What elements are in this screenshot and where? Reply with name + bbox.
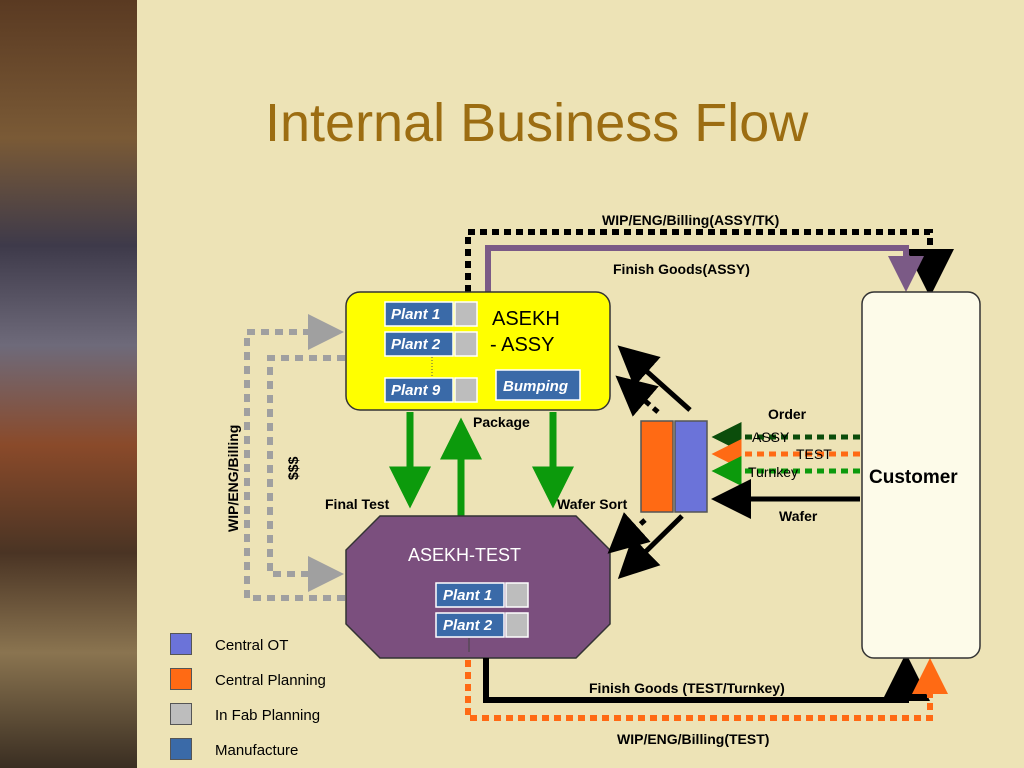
dollars-gray-path: [267, 355, 345, 592]
planning-to-test-dotted: [607, 512, 651, 554]
svg-text:Bumping: Bumping: [503, 378, 568, 395]
label-wafer-sort: Wafer Sort: [557, 496, 628, 512]
legend-item-central-ot: Central OT: [170, 633, 390, 659]
legend-swatch: [170, 703, 192, 725]
label-order: Order: [768, 406, 807, 422]
label-finish-assy: Finish Goods(ASSY): [613, 261, 750, 277]
ot-to-assy-arrow: [617, 345, 692, 412]
label-finish-test-turnkey: Finish Goods (TEST/Turnkey): [589, 680, 785, 696]
finish-goods-test-turnkey-path: [483, 653, 930, 703]
ot-to-test-arrow: [617, 514, 684, 580]
label-dollars: $$$: [285, 456, 301, 480]
label-order-assy: ASSY: [752, 429, 790, 445]
legend-item-central-planning: Central Planning: [170, 668, 390, 694]
bumping-box: Bumping: [495, 369, 581, 401]
assy-plant-9: Plant 9: [384, 377, 478, 403]
asekh-assy-name-line1: ASEKH: [492, 308, 560, 330]
legend-item-manufacture: Manufacture: [170, 738, 390, 764]
label-wip-assy-tk: WIP/ENG/Billing(ASSY/TK): [602, 212, 779, 228]
legend-label: Central Planning: [215, 672, 326, 689]
central-planning-block: [640, 420, 674, 513]
wip-test-path: [465, 658, 948, 721]
customer-label: Customer: [869, 467, 958, 488]
legend-swatch: [170, 738, 192, 760]
legend-label: Central OT: [215, 637, 289, 654]
wip-billing-gray-path: [244, 314, 345, 601]
wip-assy-tk-path: [465, 229, 954, 297]
svg-text:Plant 2: Plant 2: [391, 336, 441, 353]
svg-text:Plant 1: Plant 1: [391, 306, 440, 323]
finish-goods-assy-path: [485, 245, 924, 292]
label-wip-test: WIP/ENG/Billing(TEST): [617, 731, 769, 747]
asekh-test-name: ASEKH-TEST: [408, 545, 521, 565]
assy-plant-1: Plant 1: [384, 301, 478, 327]
asekh-assy-name-line2: - ASSY: [490, 334, 554, 356]
page-title: Internal Business Flow: [265, 93, 809, 153]
legend-swatch: [170, 633, 192, 655]
svg-text:Plant 1: Plant 1: [443, 587, 492, 604]
decorative-sidebar-image: [0, 0, 137, 768]
label-package: Package: [473, 414, 530, 430]
assy-plant-2: Plant 2: [384, 331, 478, 357]
svg-text:Plant 9: Plant 9: [391, 382, 441, 399]
label-final-test: Final Test: [325, 496, 390, 512]
label-wip-billing-side: WIP/ENG/Billing: [225, 425, 241, 532]
label-wafer: Wafer: [779, 508, 818, 524]
label-order-test: TEST: [796, 446, 832, 462]
legend-label: Manufacture: [215, 742, 299, 759]
test-plant-1: Plant 1: [435, 582, 529, 608]
central-ot-block: [674, 420, 708, 513]
planning-to-assy-dotted: [615, 375, 660, 417]
legend-swatch: [170, 668, 192, 690]
customer-box: [861, 291, 981, 659]
label-order-turnkey: Turnkey: [748, 464, 798, 480]
legend-item-in-fab-planning: In Fab Planning: [170, 703, 390, 729]
svg-text:Plant 2: Plant 2: [443, 617, 493, 634]
legend-label: In Fab Planning: [215, 707, 321, 724]
test-plant-2: Plant 2: [435, 612, 529, 638]
